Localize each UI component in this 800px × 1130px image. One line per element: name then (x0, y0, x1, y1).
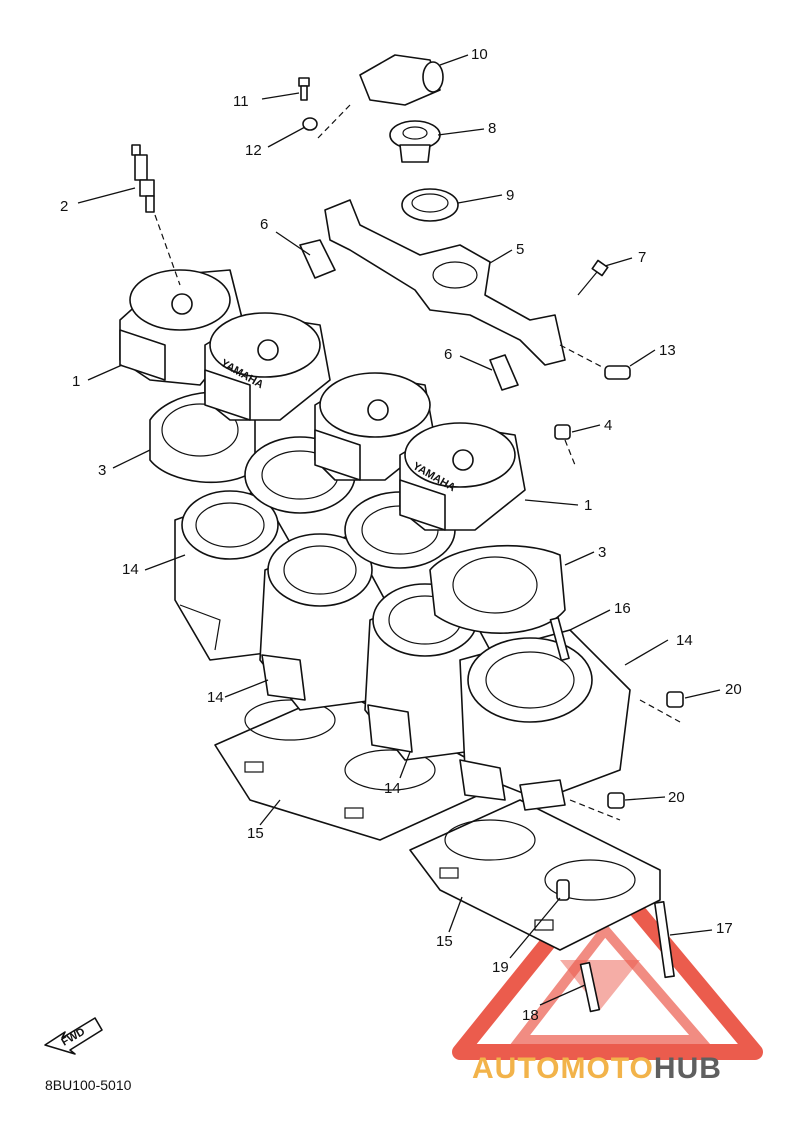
callout-1-right: 1 (584, 497, 592, 514)
callout-12: 12 (245, 142, 262, 159)
callout-14-a: 14 (122, 561, 139, 578)
callout-17: 17 (716, 920, 733, 937)
stud-16 (549, 616, 570, 662)
callout-14-b: 14 (676, 632, 693, 649)
assembly-lines (154, 104, 681, 821)
diagram-code: 8BU100-5010 (45, 1077, 132, 1093)
cylinder-head-1-b: YAMAHA (204, 312, 331, 421)
callout-20-a: 20 (725, 681, 742, 698)
gasket-6-mid (489, 354, 519, 391)
callout-15-left: 15 (247, 825, 264, 842)
watermark-part1: AUTOMOTO (472, 1052, 654, 1085)
washer-12 (302, 117, 318, 131)
callout-10: 10 (471, 46, 488, 63)
gasket-6-top (299, 239, 336, 279)
nut-20-a (666, 691, 684, 708)
head-gasket-3-right (429, 544, 566, 634)
callout-1-left: 1 (72, 373, 80, 390)
callout-18: 18 (522, 1007, 539, 1024)
callout-5: 5 (516, 241, 524, 258)
fwd-arrow-icon: FWD (44, 1017, 103, 1055)
callout-4: 4 (604, 417, 612, 434)
fitting-13 (604, 365, 631, 380)
callout-6-mid: 6 (444, 346, 452, 363)
callout-3-left: 3 (98, 462, 106, 479)
watermark-part2: HUB (654, 1052, 722, 1085)
callout-20-b: 20 (668, 789, 685, 806)
gasket-15-right (409, 799, 661, 951)
callout-13: 13 (659, 342, 676, 359)
callout-16: 16 (614, 600, 631, 617)
seal-9 (401, 188, 459, 222)
water-manifold-5 (324, 199, 566, 366)
callout-14-c: 14 (207, 689, 224, 706)
cylinder-14-d (459, 629, 631, 811)
callout-labels: 10 11 12 2 8 9 6 5 7 6 13 1 4 3 1 3 14 1… (60, 46, 742, 1024)
spark-plug-2 (131, 144, 155, 213)
thermostat-cover-10 (359, 54, 444, 106)
watermark-logo-icon (452, 864, 763, 1060)
callout-6-top: 6 (260, 216, 268, 233)
stud-18 (579, 961, 601, 1013)
callout-8: 8 (488, 120, 496, 137)
bolt-11 (298, 77, 310, 101)
nut-4 (554, 424, 571, 440)
callout-3-right: 3 (598, 544, 606, 561)
watermark-text: AUTOMOTOHUB (472, 1052, 722, 1085)
bolt-7 (577, 259, 609, 296)
cylinder-14-b (259, 533, 386, 711)
callout-15-right: 15 (436, 933, 453, 950)
callout-9: 9 (506, 187, 514, 204)
callout-11: 11 (233, 93, 249, 110)
callout-14-d: 14 (384, 780, 401, 797)
nut-20-b (607, 792, 625, 809)
thermostat-8 (389, 120, 441, 163)
dowel-19 (556, 879, 570, 901)
stud-17 (653, 901, 675, 979)
callout-2: 2 (60, 198, 68, 215)
callout-leaders (77, 54, 721, 1006)
cylinder-head-1-d: YAMAHA (399, 422, 526, 531)
callout-19: 19 (492, 959, 509, 976)
callout-7: 7 (638, 249, 646, 266)
